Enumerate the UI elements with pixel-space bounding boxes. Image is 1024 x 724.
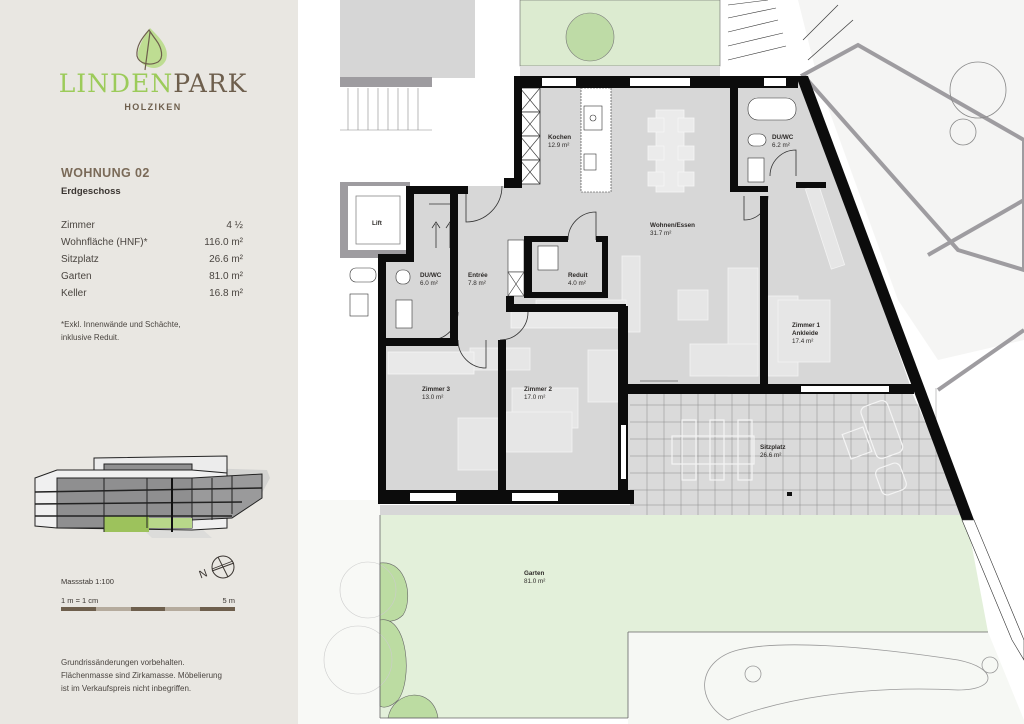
spec-value: 116.0 m²	[204, 237, 243, 248]
svg-text:N: N	[198, 567, 210, 581]
scale-right-label: 5 m	[222, 596, 235, 605]
scale-bar	[61, 607, 235, 611]
spec-value: 4 ½	[226, 220, 243, 231]
north-compass-icon: N	[198, 555, 235, 581]
apartment-specs: Zimmer 4 ½ Wohnfläche (HNF)* 116.0 m² Sitz…	[61, 220, 243, 305]
spec-row-patio: Sitzplatz 26.6 m²	[61, 254, 243, 271]
area-footnote: *Exkl. Innenwände und Schächte, inklusiv…	[61, 318, 251, 344]
spec-row-garden: Garten 81.0 m²	[61, 271, 243, 288]
room-label-lift: Lift	[372, 220, 382, 227]
disclaimer-line: Grundrissänderungen vorbehalten.	[61, 658, 185, 667]
spec-label: Zimmer	[61, 220, 95, 231]
spec-row-cellar: Keller 16.8 m²	[61, 288, 243, 305]
spec-row-living-area: Wohnfläche (HNF)* 116.0 m²	[61, 237, 243, 254]
spec-label: Sitzplatz	[61, 254, 99, 265]
spec-value: 16.8 m²	[209, 288, 243, 299]
spec-value: 26.6 m²	[209, 254, 243, 265]
scale-label: Massstab 1:100	[61, 577, 114, 586]
disclaimer-line: ist im Verkaufspreis nicht inbegriffen.	[61, 684, 192, 693]
footnote-line: inklusive Reduit.	[61, 333, 120, 342]
apartment-floor: Erdgeschoss	[61, 186, 121, 197]
info-sidebar: LINDENPARK HOLZIKEN WOHNUNG 02 Erdgescho…	[0, 0, 298, 724]
brand-name-part1: LINDEN	[58, 69, 174, 98]
apartment-title: WOHNUNG 02	[61, 166, 150, 180]
scale-left-label: 1 m = 1 cm	[61, 596, 99, 605]
lindenpark-logo: LINDENPARK HOLZIKEN	[58, 26, 248, 112]
spec-label: Garten	[61, 271, 92, 282]
brand-wordmark: LINDENPARK	[58, 70, 248, 98]
footnote-line: *Exkl. Innenwände und Schächte,	[61, 320, 181, 329]
building-3d-icon	[34, 455, 270, 538]
brand-location: HOLZIKEN	[124, 102, 182, 112]
leaf-icon	[136, 28, 167, 71]
floor-plan-drawing	[298, 0, 1024, 724]
spec-row-rooms: Zimmer 4 ½	[61, 220, 243, 237]
brand-name-part2: PARK	[173, 69, 248, 98]
disclaimer-line: Flächenmasse sind Zirkamasse. Möbelierun…	[61, 671, 222, 680]
disclaimer: Grundrissänderungen vorbehalten. Flächen…	[61, 656, 281, 695]
spec-label: Wohnfläche (HNF)*	[61, 237, 148, 248]
scale-legend: 1 m = 1 cm 5 m	[61, 596, 235, 605]
spec-label: Keller	[61, 288, 87, 299]
spec-value: 81.0 m²	[209, 271, 243, 282]
